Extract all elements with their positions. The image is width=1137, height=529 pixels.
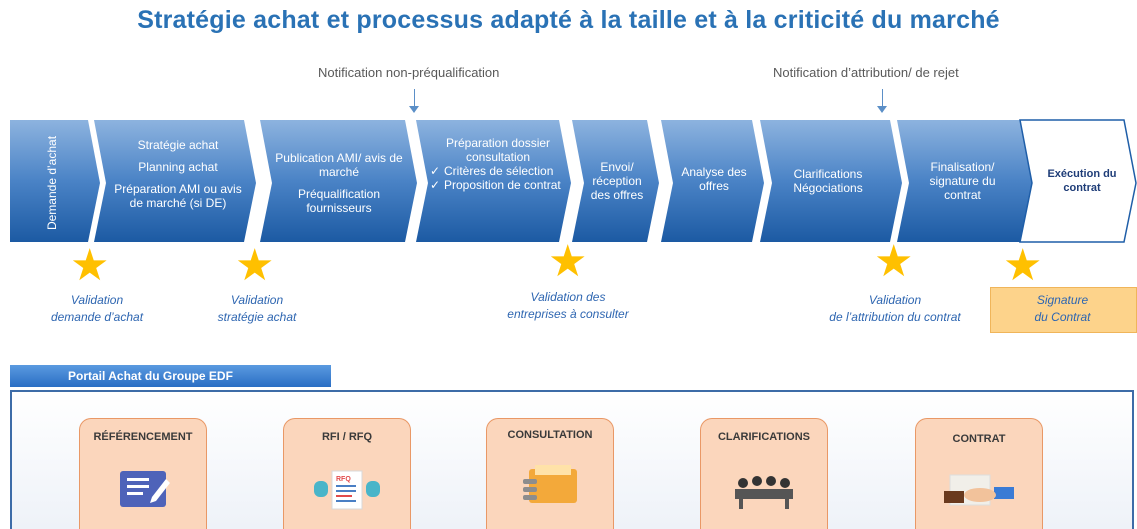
step-preparation-check-2: Proposition de contrat xyxy=(430,178,568,192)
step-strategie-line-3: Préparation AMI ou avis de marché (si DE… xyxy=(114,182,242,210)
signature-box xyxy=(990,287,1137,333)
star-icon: ★ xyxy=(548,237,588,286)
star-icon: ★ xyxy=(70,241,110,290)
diagram-title: Stratégie achat et processus adapté à la… xyxy=(137,6,1000,34)
card-clarifications[interactable]: CLARIFICATIONS xyxy=(700,418,828,529)
folder-files-icon xyxy=(523,465,577,503)
validation-signature-line-2: du Contrat xyxy=(1034,310,1091,324)
star-icon: ★ xyxy=(874,237,914,286)
step-preparation-text: Préparation dossier consultation Critère… xyxy=(428,136,568,192)
card-rfi-rfq[interactable]: RFI / RFQ RFQ xyxy=(283,418,411,529)
star-icon: ★ xyxy=(235,241,275,290)
chevron-execution xyxy=(1019,119,1137,243)
validation-signature-line-1: Signature xyxy=(1036,293,1089,307)
notification-attribution-rejet: Notification d’attribution/ de rejet xyxy=(773,65,959,80)
step-strategie-text: Stratégie achat Planning achat Préparati… xyxy=(108,138,248,210)
card-rfi-rfq-label: RFI / RFQ xyxy=(321,431,373,443)
validation-strategie-line-2: stratégie achat xyxy=(217,310,297,324)
star-icon: ★ xyxy=(1003,241,1043,290)
validation-entreprises: Validation des entreprises à consulter xyxy=(488,289,648,323)
validation-strategie-line-1: Validation xyxy=(230,293,284,307)
notification-arrow-right xyxy=(877,89,887,113)
step-envoi-text: Envoi/ réception des offres xyxy=(590,160,644,202)
chevron-strategie xyxy=(94,120,256,242)
chevron-demande xyxy=(10,120,100,242)
meeting-icon xyxy=(735,476,793,509)
step-publication-line-1: Publication AMI/ avis de marché xyxy=(275,151,403,179)
card-clarifications-label: CLARIFICATIONS xyxy=(717,431,811,443)
step-demande-label: Demande d’achat xyxy=(45,135,59,231)
chevron-publication xyxy=(260,120,417,242)
step-analyse-text: Analyse des offres xyxy=(681,165,747,193)
rfq-text: RFQ xyxy=(336,476,351,483)
handshake-icon xyxy=(944,474,1014,506)
validation-attribution-line-2: de l’attribution du contrat xyxy=(829,310,961,324)
step-clarifications-text: Clarifications Négociations xyxy=(793,167,863,195)
card-referencement-label: RÉFÉRENCEMENT xyxy=(93,431,193,443)
validation-attribution-line-1: Validation xyxy=(868,293,922,307)
step-strategie-line-2: Planning achat xyxy=(138,160,218,174)
notification-non-prequalification: Notification non-préqualification xyxy=(318,65,500,80)
chevron-finalisation xyxy=(897,120,1033,242)
step-preparation-check-1: Critères de sélection xyxy=(430,164,568,178)
step-strategie-line-1: Stratégie achat xyxy=(137,138,219,152)
validation-strategie: Validation stratégie achat xyxy=(197,292,317,326)
step-preparation-title: Préparation dossier consultation xyxy=(445,136,551,164)
card-consultation-label: CONSULTATION xyxy=(507,429,593,441)
validation-demande: Validation demande d’achat xyxy=(37,292,157,326)
rfq-document-icon: RFQ xyxy=(314,470,380,510)
portal-title: Portail Achat du Groupe EDF xyxy=(10,365,331,387)
validation-demande-line-2: demande d’achat xyxy=(50,310,144,324)
step-publication-line-2: Préqualification fournisseurs xyxy=(297,187,381,215)
step-finalisation-text: Finalisation/ signature du contrat xyxy=(929,160,996,202)
chevron-clarifications xyxy=(760,120,902,242)
chevron-envoi xyxy=(572,120,659,242)
validation-entreprises-line-1: Validation des xyxy=(530,290,606,304)
validation-demande-line-1: Validation xyxy=(70,293,124,307)
edit-document-icon xyxy=(120,471,170,507)
card-contrat-label: CONTRAT xyxy=(952,433,1006,445)
step-publication-text: Publication AMI/ avis de marché Préquali… xyxy=(268,151,410,215)
validation-signature: Signature du Contrat xyxy=(990,292,1135,326)
chevron-analyse xyxy=(661,120,764,242)
validation-attribution: Validation de l’attribution du contrat xyxy=(810,292,980,326)
notification-arrow-left xyxy=(409,89,419,113)
step-execution-text: Exécution du contrat xyxy=(1047,168,1117,194)
validation-entreprises-line-2: entreprises à consulter xyxy=(507,307,629,321)
card-contrat[interactable]: CONTRAT xyxy=(915,418,1043,529)
card-consultation[interactable]: CONSULTATION xyxy=(486,418,614,529)
card-referencement[interactable]: RÉFÉRENCEMENT xyxy=(79,418,207,529)
